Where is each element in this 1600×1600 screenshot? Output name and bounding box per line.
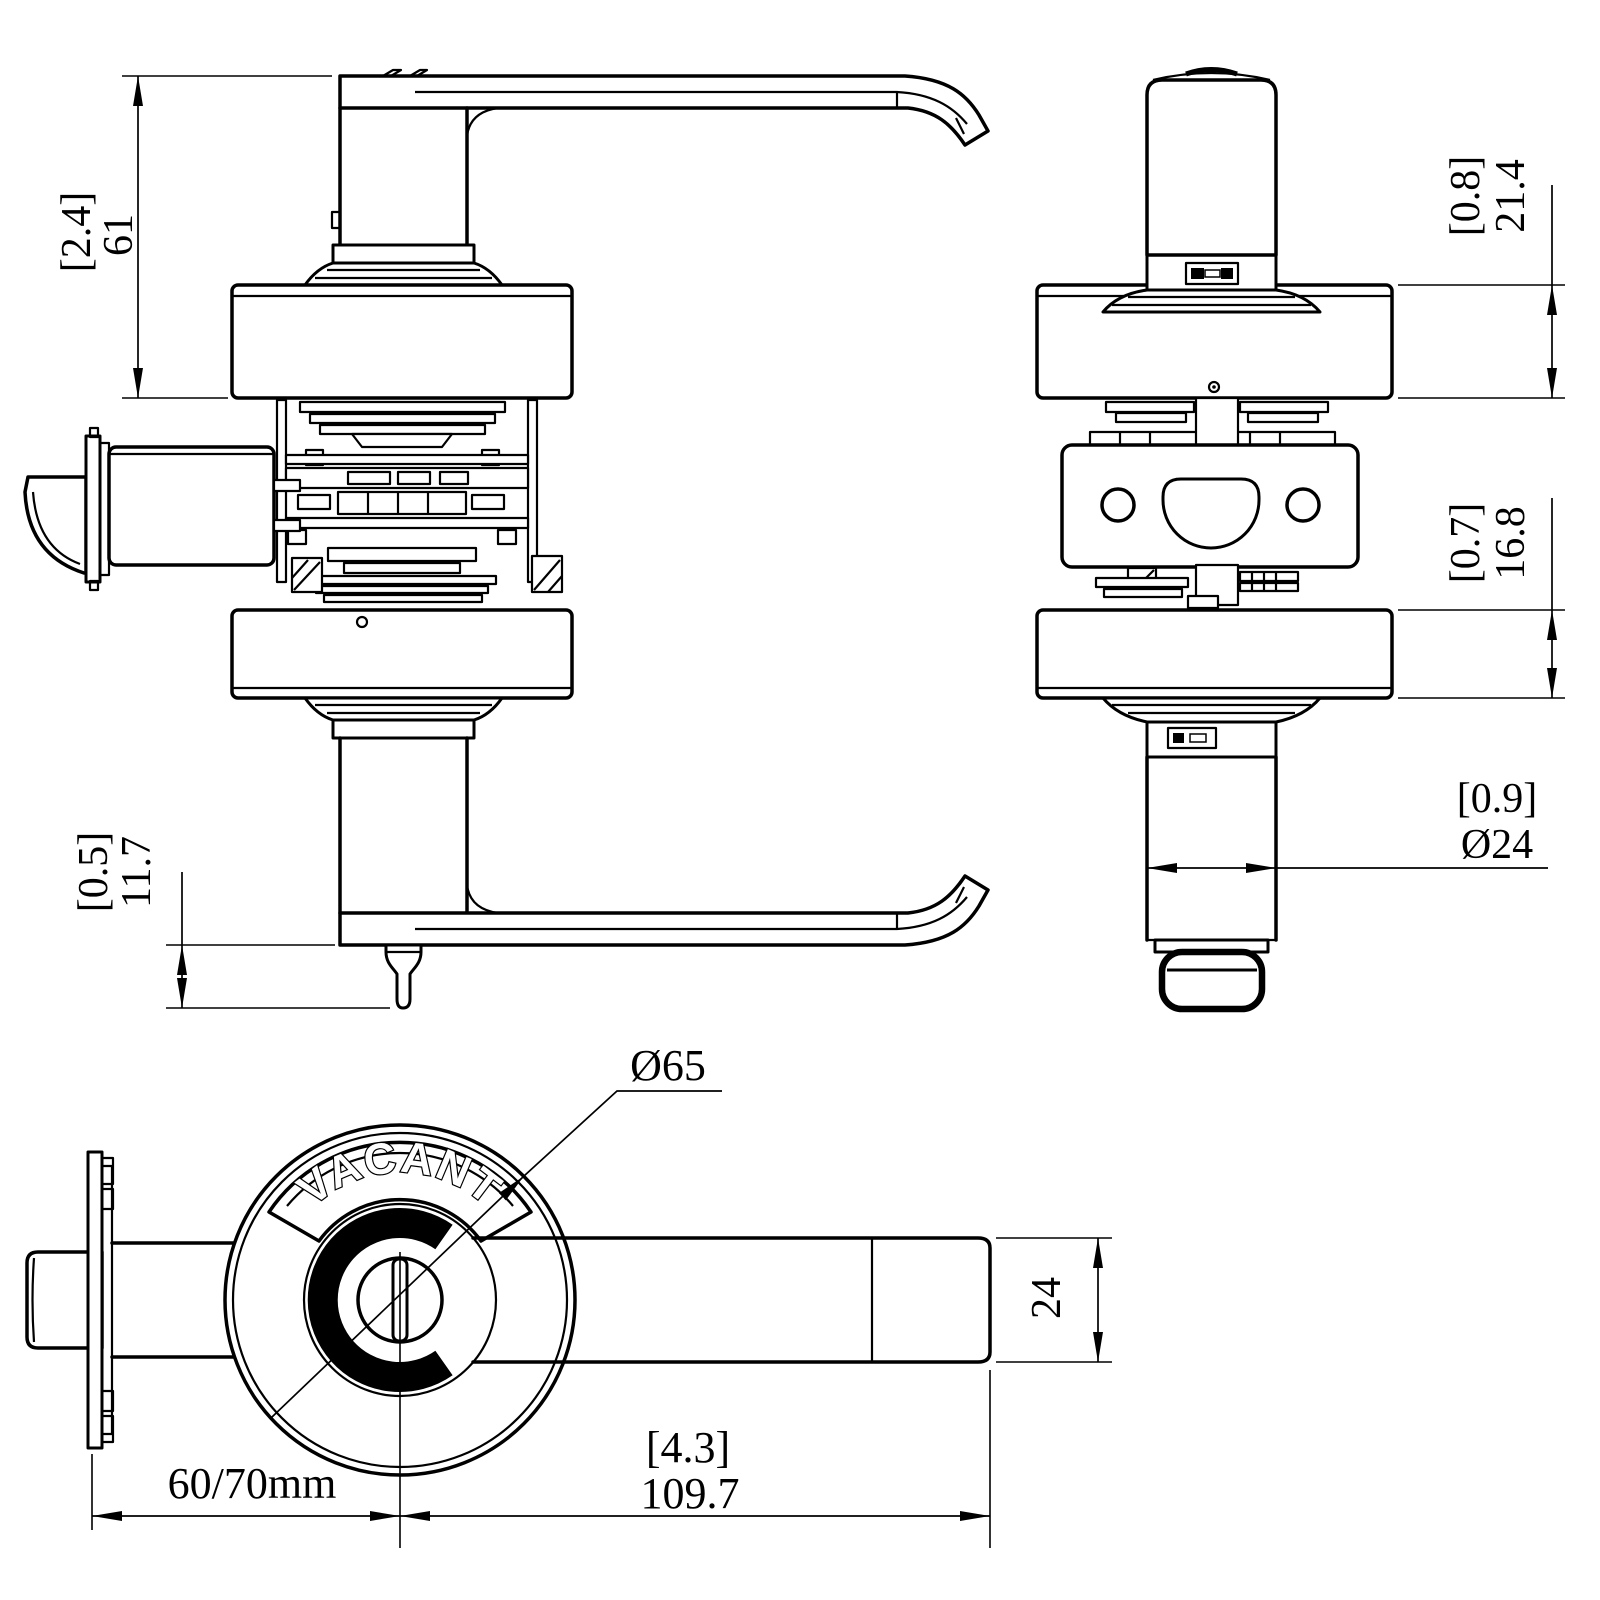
plan-latch-bolt — [25, 1250, 104, 1350]
dim-rose-diameter: Ø65 — [271, 1041, 722, 1418]
latch-assembly — [23, 426, 302, 592]
push-button — [1153, 938, 1270, 1013]
dim-lever-drop: [0.5] 11.7 — [71, 832, 390, 1009]
lower-neck — [303, 696, 504, 915]
rose-screw-hole-front — [1207, 380, 1221, 394]
front-chassis — [1060, 443, 1360, 569]
latch-bolt — [23, 475, 88, 575]
front-upper-stack — [1088, 396, 1337, 448]
lever-grip-end — [1145, 78, 1278, 257]
dim-neck-mm: Ø24 — [1461, 822, 1533, 868]
front-view — [1035, 67, 1394, 1013]
latch-faceplate — [84, 434, 102, 584]
chassis-mechanism — [275, 398, 564, 604]
dim-overall-height: [2.4] 61 — [54, 75, 332, 399]
upper-lever — [338, 68, 990, 147]
dim-lever-length: [4.3] 109.7 — [400, 1370, 991, 1548]
front-lower-rose — [1035, 608, 1394, 700]
spindle-tip — [384, 943, 423, 1010]
front-lower-stack — [1094, 563, 1300, 610]
dim-lever-length-mm: 109.7 — [641, 1469, 740, 1518]
plan-latch — [25, 1150, 237, 1450]
plan-lever — [471, 1236, 992, 1364]
front-upper-neck — [1101, 67, 1322, 314]
dim-lower-rose-in: [0.7] — [1443, 503, 1489, 583]
dim-neck-in: [0.9] — [1457, 776, 1537, 822]
dim-lever-width: 24 — [996, 1237, 1112, 1363]
dim-upper-rose-mm: 21.4 — [1488, 159, 1534, 233]
dim-lower-rose-mm: 16.8 — [1488, 506, 1534, 580]
dim-overall-height-in: [2.4] — [54, 192, 100, 272]
dim-lever-width-label: 24 — [1024, 1277, 1070, 1319]
spindle-opening — [1161, 477, 1261, 550]
side-view — [23, 68, 990, 1010]
front-lower-neck — [1101, 696, 1322, 942]
dim-backset: 60/70mm — [91, 1252, 401, 1548]
dim-lever-length-in: [4.3] — [646, 1423, 730, 1472]
dim-backset-label: 60/70mm — [168, 1459, 337, 1508]
upper-neck — [303, 106, 504, 287]
dim-neck-diameter: [0.9] Ø24 — [1147, 776, 1548, 873]
dimensions: [2.4] 61 [0.5] 11.7 [0.8] 21.4 [ — [54, 75, 1565, 1548]
dim-upper-rose-depth: [0.8] 21.4 — [1398, 156, 1565, 399]
plan-faceplate — [86, 1150, 104, 1450]
chassis-screw-hole-left — [1100, 487, 1136, 523]
dim-lower-rose-depth: [0.7] 16.8 — [1398, 498, 1565, 699]
lower-rose — [230, 608, 574, 700]
dim-rose-diameter-label: Ø65 — [630, 1041, 706, 1090]
dim-lever-drop-mm: 11.7 — [114, 836, 160, 908]
dim-upper-rose-in: [0.8] — [1443, 156, 1489, 236]
indicator-c-ring — [307, 1208, 453, 1392]
dim-overall-height-mm: 61 — [96, 214, 142, 256]
plan-view: VACANT — [25, 1123, 992, 1477]
latch-case — [107, 445, 276, 567]
chassis-screw-hole-right — [1285, 487, 1321, 523]
upper-rose — [230, 283, 574, 400]
dim-lever-drop-in: [0.5] — [71, 832, 117, 912]
lower-lever — [338, 874, 990, 947]
rose-screw-hole — [355, 615, 369, 629]
